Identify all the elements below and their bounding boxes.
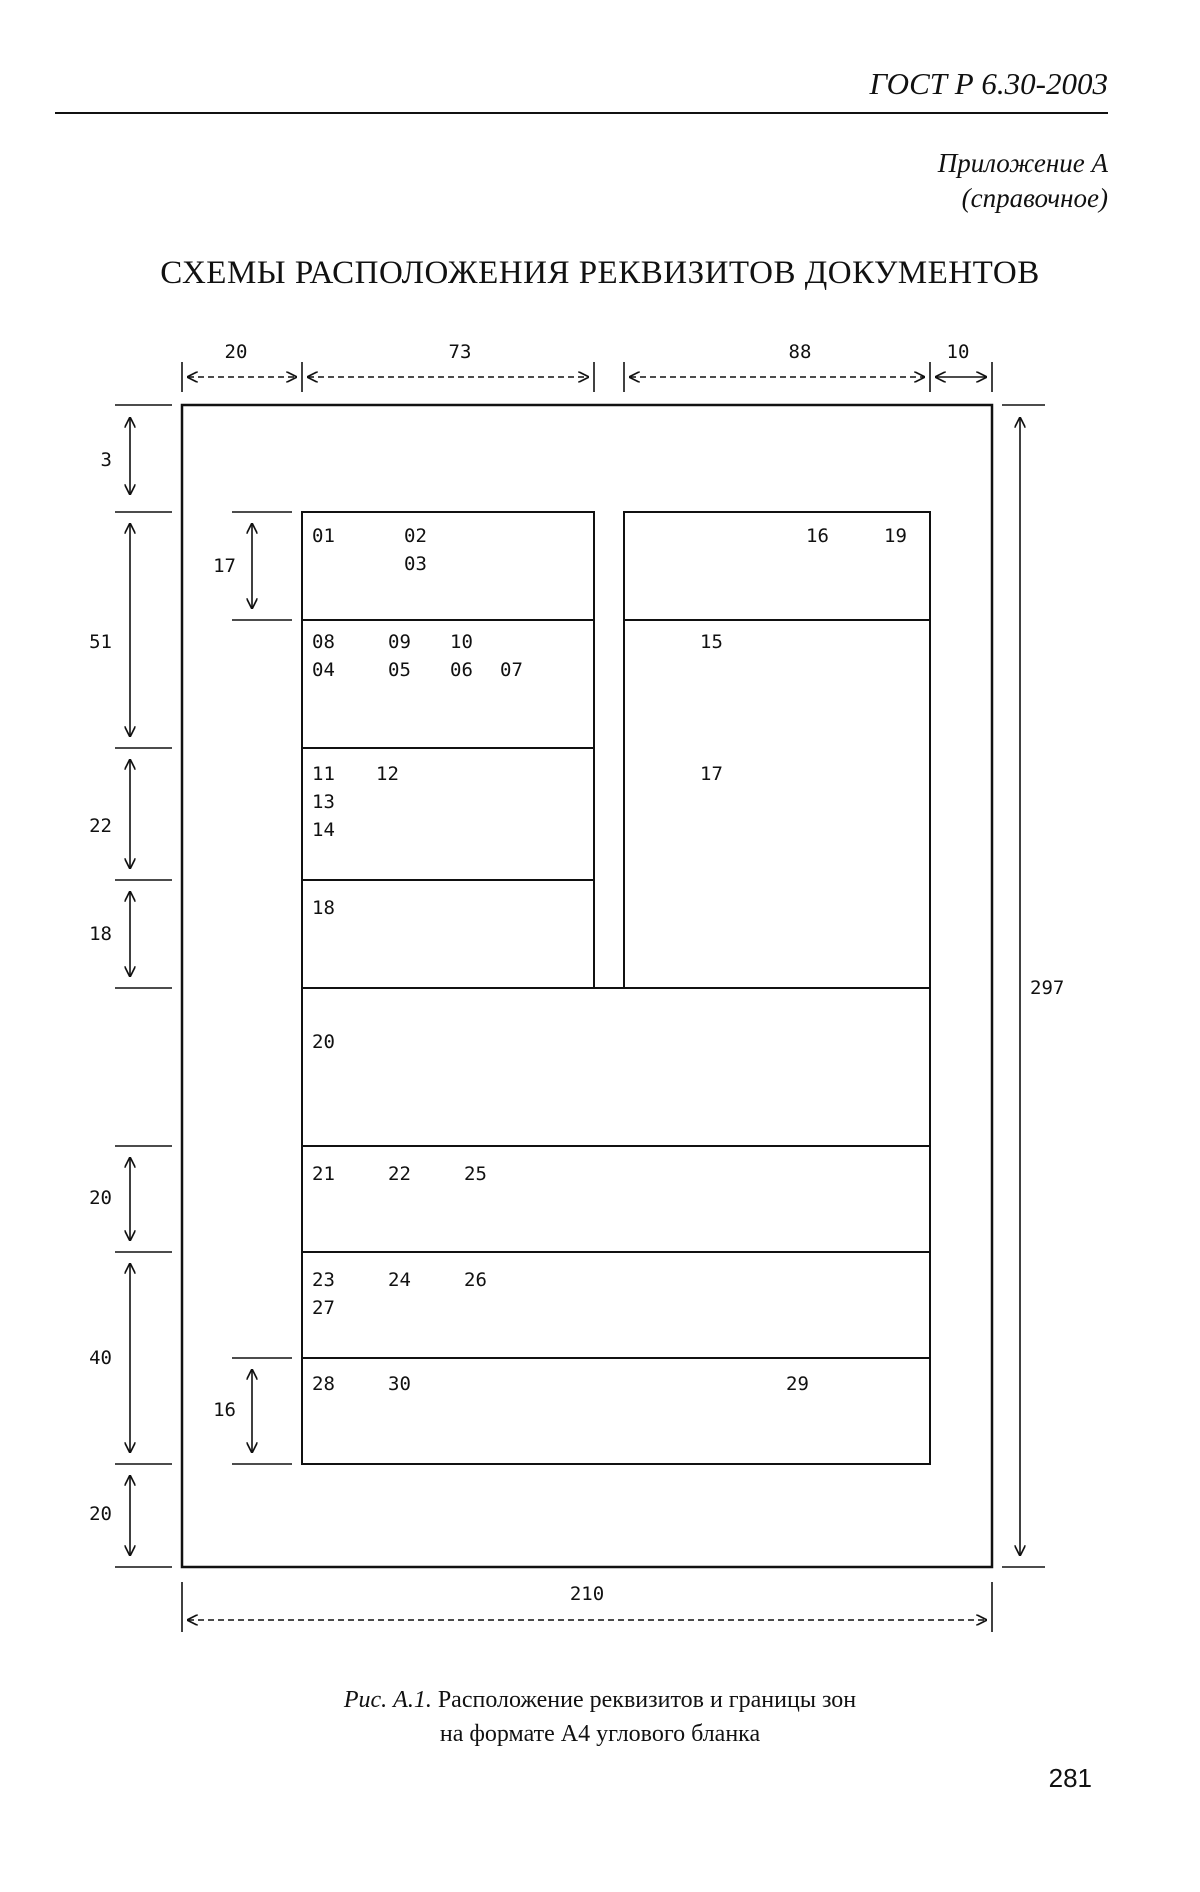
caption-line-1: Рис. А.1. Расположение реквизитов и гран… (0, 1683, 1200, 1717)
req-20: 20 (312, 1031, 335, 1053)
dim-297-height: 297 (1030, 977, 1064, 999)
req-09: 09 (388, 631, 411, 653)
req-11: 11 (312, 763, 335, 785)
left-dimension-lines (115, 404, 292, 1568)
appendix-note: (справочное) (961, 183, 1108, 213)
figure-label: Рис. А.1. (343, 1687, 432, 1713)
dim-16: 16 (213, 1399, 236, 1421)
zone-block-21 (301, 1145, 931, 1253)
dim-20a: 20 (89, 1187, 112, 1209)
appendix-heading: Приложение А (справочное) (938, 146, 1108, 216)
req-23: 23 (312, 1269, 335, 1291)
height-dimension-line (1002, 404, 1045, 1568)
dim-17: 17 (213, 555, 236, 577)
dim-3: 3 (101, 449, 112, 471)
dim-18: 18 (89, 923, 112, 945)
req-18: 18 (312, 897, 335, 919)
dim-88-right-zone: 88 (789, 341, 812, 363)
req-30: 30 (388, 1373, 411, 1395)
zone-block-18 (301, 879, 595, 989)
req-24: 24 (388, 1269, 411, 1291)
req-14: 14 (312, 819, 335, 841)
dim-73-left-zone: 73 (449, 341, 472, 363)
caption-text-1: Расположение реквизитов и границы зон (437, 1687, 857, 1713)
appendix-label: Приложение А (937, 148, 1108, 178)
req-27: 27 (312, 1297, 335, 1319)
width-dimension-line (181, 1582, 993, 1632)
caption-line-2: на формате А4 углового бланка (439, 1721, 761, 1747)
req-02: 02 (404, 525, 427, 547)
req-16: 16 (806, 525, 829, 547)
figure-caption: Рис. А.1. Расположение реквизитов и гран… (0, 1683, 1200, 1751)
standard-code: ГОСТ Р 6.30-2003 (869, 66, 1108, 101)
req-28: 28 (312, 1373, 335, 1395)
top-dimension-lines (181, 362, 993, 392)
req-07: 07 (500, 659, 523, 681)
req-22: 22 (388, 1163, 411, 1185)
req-15: 15 (700, 631, 723, 653)
dim-210-width: 210 (570, 1583, 604, 1605)
req-29: 29 (786, 1373, 809, 1395)
zone-block-11 (301, 747, 595, 881)
req-04: 04 (312, 659, 335, 681)
header-divider (55, 112, 1108, 114)
dim-10-right-margin: 10 (947, 341, 970, 363)
req-06: 06 (450, 659, 473, 681)
req-01: 01 (312, 525, 335, 547)
req-26: 26 (464, 1269, 487, 1291)
req-08: 08 (312, 631, 335, 653)
dim-51: 51 (89, 631, 112, 653)
page-title: СХЕМЫ РАСПОЛОЖЕНИЯ РЕКВИЗИТОВ ДОКУМЕНТОВ (160, 255, 1040, 291)
zone-block-01 (301, 511, 595, 621)
dim-20-left-margin: 20 (225, 341, 248, 363)
req-25: 25 (464, 1163, 487, 1185)
req-12: 12 (376, 763, 399, 785)
zone-block-23 (301, 1251, 931, 1359)
req-10: 10 (450, 631, 473, 653)
page-outline (180, 403, 994, 1569)
zone-block-28 (301, 1357, 931, 1465)
req-21: 21 (312, 1163, 335, 1185)
zone-block-08 (301, 619, 595, 749)
req-19: 19 (884, 525, 907, 547)
zone-block-15-17 (623, 619, 931, 989)
page-number: 281 (1048, 1763, 1092, 1793)
req-17: 17 (700, 763, 723, 785)
dim-22: 22 (89, 815, 112, 837)
zone-block-20 (301, 987, 931, 1147)
dim-40: 40 (89, 1347, 112, 1369)
req-05: 05 (388, 659, 411, 681)
req-03: 03 (404, 553, 427, 575)
dim-20b: 20 (89, 1503, 112, 1525)
req-13: 13 (312, 791, 335, 813)
